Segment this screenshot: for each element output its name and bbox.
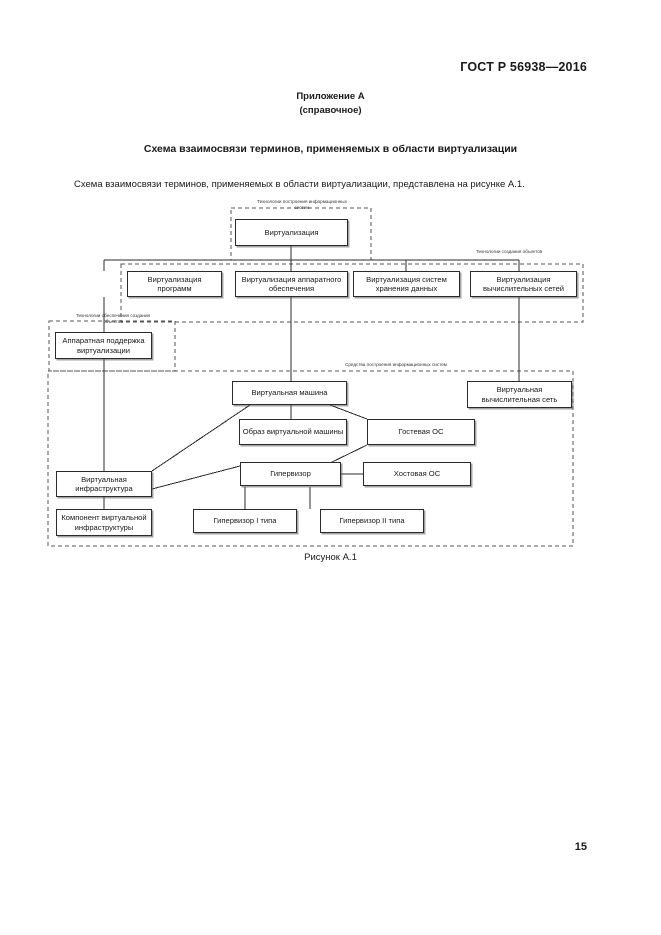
figure-caption: Рисунок А.1 [304,552,357,563]
node-virt-hardware: Виртуализация аппаратного обеспечения [235,271,348,297]
intro-paragraph: Схема взаимосвязи терминов, применяемых … [74,179,525,190]
node-hypervisor: Гипервизор [240,462,341,486]
appendix-kind: (справочное) [299,104,362,116]
node-virtual-machine: Виртуальная машина [232,381,347,405]
node-host-os: Хостовая ОС [363,462,471,486]
group-label-create-objects: Технологии создания объектов [476,249,543,254]
node-hw-support: Аппаратная поддержка виртуализации [55,332,152,359]
page-number: 15 [574,841,587,853]
node-virtual-infrastructure: Виртуальная инфраструктура [56,471,152,497]
node-vi-component: Компонент виртуальной инфраструктуры [56,509,152,536]
node-guest-os: Гостевая ОС [367,419,475,445]
section-title: Схема взаимосвязи терминов, применяемых … [143,143,518,155]
group-label-support-objects: Технологии обеспечения создания объектов [75,313,151,324]
group-label-build-is: Технологии построения информационных сис… [257,199,347,210]
node-virt-storage: Виртуализация систем хранения данных [353,271,460,297]
standard-number: ГОСТ Р 56938—2016 [460,60,587,74]
node-hypervisor-type2: Гипервизор II типа [320,509,424,533]
node-vm-image: Образ виртуальной машины [239,419,347,445]
node-virtual-network: Виртуальная вычислительная сеть [467,381,572,408]
group-label-means-build-is: Средства построения информационных систе… [345,362,447,367]
node-virt-networks: Виртуализация вычислительных сетей [470,271,577,297]
node-hypervisor-type1: Гипервизор I типа [193,509,297,533]
node-virt-programs: Виртуализация программ [127,271,222,297]
appendix-heading: Приложение А (справочное) [0,90,661,118]
node-virtualization: Виртуализация [235,219,348,246]
appendix-title: Приложение А [296,91,365,102]
